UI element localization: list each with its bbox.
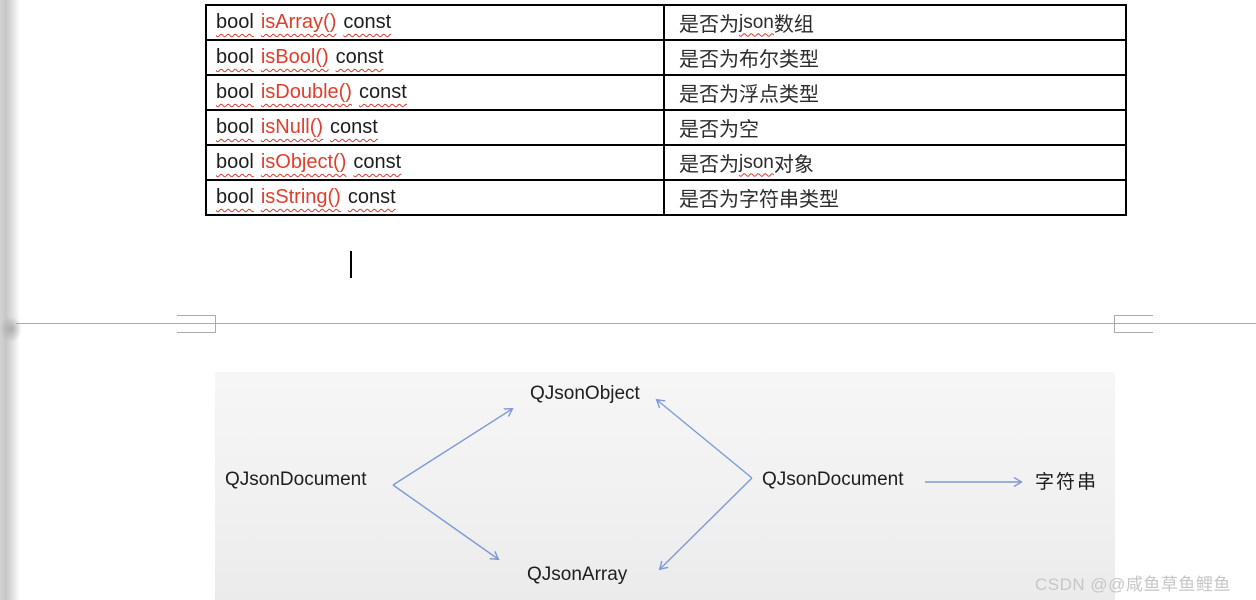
function-name: isObject() [260,151,347,173]
keyword-const: const [343,11,392,33]
description-json-word: json [739,11,774,33]
keyword-bool: bool [216,11,254,33]
description-text: 数组 [773,14,814,36]
function-name: isDouble() [260,81,352,103]
cell-signature[interactable]: bool isString() const [207,181,665,214]
page-margin-marker-right [1114,315,1153,333]
text-cursor [350,251,352,278]
qjson-diagram-figure[interactable]: QJsonObject QJsonDocument QJsonArray QJs… [215,372,1115,600]
node-string: 字符串 [1035,472,1099,493]
node-qjsonarray: QJsonArray [527,564,628,585]
keyword-const: const [335,46,384,68]
keyword-bool: bool [216,81,254,103]
node-qjsonobject: QJsonObject [530,383,640,404]
description-text: 是否为布尔类型 [679,49,819,71]
function-name: isBool() [260,46,329,68]
description-text: 是否为字符串类型 [679,189,839,211]
keyword-const: const [358,81,407,103]
arrow-leftdoc-to-object [392,407,514,486]
cell-signature[interactable]: bool isObject() const [207,146,665,179]
keyword-const: const [347,186,396,208]
node-qjsondocument-right: QJsonDocument [762,469,904,490]
cell-description[interactable]: 是否为空 [665,111,1125,144]
cell-signature[interactable]: bool isDouble() const [207,76,665,109]
description-json-word: json [739,151,774,173]
keyword-const: const [353,151,402,173]
description-text: 是否为 [679,154,739,176]
function-name: isArray() [260,11,337,33]
keyword-const: const [330,116,378,138]
keyword-bool: bool [216,186,254,208]
table-row: bool isObject() const 是否为 json 对象 [205,146,1127,181]
description-text: 对象 [773,154,814,176]
page-edge-gutter [0,0,22,600]
page-edge-shadow [0,316,22,342]
api-table: bool isArray() const 是否为 json 数组 bool is… [205,4,1127,216]
diagram-arrows [392,398,1023,571]
keyword-bool: bool [216,151,254,173]
table-row: bool isString() const 是否为字符串类型 [205,181,1127,216]
function-name: isString() [260,186,341,208]
table-row: bool isArray() const 是否为 json 数组 [205,6,1127,41]
function-name: isNull() [260,116,324,138]
table-row: bool isNull() const 是否为空 [205,111,1127,146]
cell-description[interactable]: 是否为 json 数组 [665,6,1125,39]
cell-description[interactable]: 是否为布尔类型 [665,41,1125,74]
description-text: 是否为空 [679,119,759,141]
csdn-watermark: CSDN @@咸鱼草鱼鲤鱼 [1035,575,1231,594]
keyword-bool: bool [216,116,254,138]
description-text: 是否为 [679,14,739,36]
keyword-bool: bool [216,46,254,68]
arrow-rightdoc-to-array [658,477,753,571]
cell-signature[interactable]: bool isArray() const [207,6,665,39]
cell-signature[interactable]: bool isNull() const [207,111,665,144]
table-row: bool isBool() const 是否为布尔类型 [205,41,1127,76]
cell-description[interactable]: 是否为浮点类型 [665,76,1125,109]
node-qjsondocument-left: QJsonDocument [225,469,367,490]
cell-signature[interactable]: bool isBool() const [207,41,665,74]
description-text: 是否为浮点类型 [679,84,819,106]
cell-description[interactable]: 是否为字符串类型 [665,181,1125,214]
table-row: bool isDouble() const 是否为浮点类型 [205,76,1127,111]
arrow-leftdoc-to-array [392,484,500,561]
page-break-line[interactable] [16,323,1256,324]
cell-description[interactable]: 是否为 json 对象 [665,146,1125,179]
page-margin-marker-left [177,315,216,333]
arrow-rightdoc-to-object [655,398,753,479]
